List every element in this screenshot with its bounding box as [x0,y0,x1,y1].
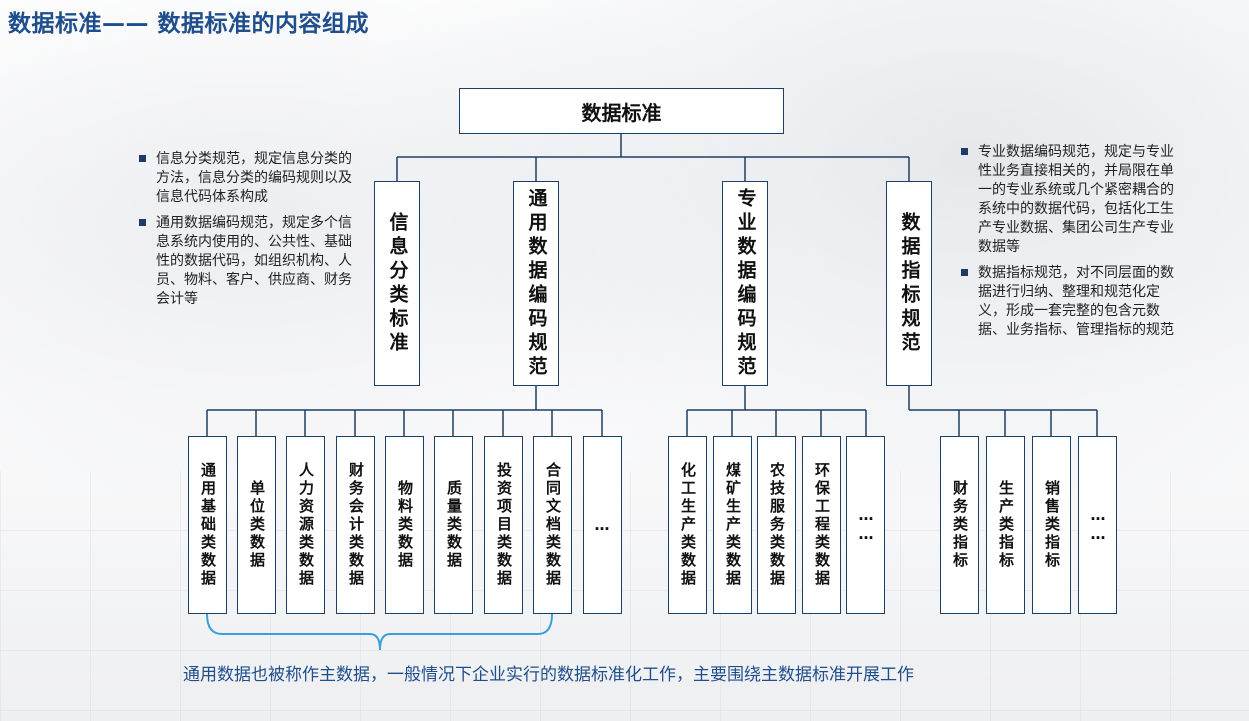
general-item: 投资项目类数据 [484,436,523,614]
general-item: 通用基础类数据 [188,436,227,614]
note-text: 信息分类规范，规定信息分类的方法，信息分类的编码规则以及信息代码体系构成 [156,151,352,205]
note-text: 专业数据编码规范，规定与专业性业务直接相关的，并局限在单一的专业系统或几个紧密耦… [978,144,1174,255]
ellipsis-label: …… [857,506,875,544]
node-data-indicator-spec: 数据指标规范 [886,181,932,386]
note-item: 专业数据编码规范，规定与专业性业务直接相关的，并局限在单一的专业系统或几个紧密耦… [958,143,1180,257]
item-label: 销售类指标 [1043,480,1061,570]
node-general-data-coding: 通用数据编码规范 [513,181,559,386]
square-bullet-icon [139,219,146,226]
note-text: 通用数据编码规范，规定多个信息系统内使用的、公共性、基础性的数据代码，如组织机构… [156,215,352,307]
item-label: 环保工程类数据 [813,462,831,588]
note-text: 数据指标规范，对不同层面的数据进行归纳、整理和规范化定义，形成一套完整的包含元数… [978,265,1174,338]
item-label: 农技服务类数据 [768,462,786,588]
general-item: 质量类数据 [434,436,473,614]
indicator-item: 生产类指标 [986,436,1025,614]
professional-item: 化工生产类数据 [668,436,707,614]
item-label: 人力资源类数据 [297,462,315,588]
page-title: 数据标准—— 数据标准的内容组成 [8,11,370,37]
item-label: 财务会计类数据 [347,462,365,588]
node-label: 通用数据编码规范 [525,187,548,380]
indicator-item-more: …… [1078,436,1117,614]
node-professional-data-coding: 专业数据编码规范 [722,181,768,386]
note-item: 数据指标规范，对不同层面的数据进行归纳、整理和规范化定义，形成一套完整的包含元数… [958,264,1180,340]
item-label: 生产类指标 [997,480,1015,570]
bottom-caption: 通用数据也被称作主数据，一般情况下企业实行的数据标准化工作，主要围绕主数据标准开… [183,665,914,685]
item-label: 通用基础类数据 [199,462,217,588]
ellipsis-label: … [594,516,611,534]
item-label: 投资项目类数据 [495,462,513,588]
note-item: 通用数据编码规范，规定多个信息系统内使用的、公共性、基础性的数据代码，如组织机构… [136,214,358,309]
item-label: 财务类指标 [951,480,969,570]
professional-item: 农技服务类数据 [757,436,796,614]
ellipsis-label: …… [1089,506,1107,544]
general-item: 合同文档类数据 [533,436,572,614]
general-item-more: … [583,436,622,614]
node-label: 信息分类标准 [386,211,409,356]
node-label: 专业数据编码规范 [734,187,757,380]
general-item: 人力资源类数据 [286,436,325,614]
item-label: 煤矿生产类数据 [724,462,742,588]
node-info-classification-standard: 信息分类标准 [374,181,420,386]
item-label: 合同文档类数据 [544,462,562,588]
indicator-item: 销售类指标 [1032,436,1071,614]
professional-item: 环保工程类数据 [802,436,841,614]
professional-item-more: …… [846,436,885,614]
item-label: 物料类数据 [396,480,414,570]
root-node: 数据标准 [459,88,784,134]
note-item: 信息分类规范，规定信息分类的方法，信息分类的编码规则以及信息代码体系构成 [136,150,358,207]
left-notes: 信息分类规范，规定信息分类的方法，信息分类的编码规则以及信息代码体系构成 通用数… [136,150,358,316]
indicator-item: 财务类指标 [940,436,979,614]
square-bullet-icon [961,148,968,155]
professional-item: 煤矿生产类数据 [713,436,752,614]
general-item: 单位类数据 [237,436,276,614]
item-label: 质量类数据 [445,480,463,570]
general-item: 财务会计类数据 [336,436,375,614]
square-bullet-icon [139,155,146,162]
node-label: 数据指标规范 [898,211,921,356]
item-label: 化工生产类数据 [679,462,697,588]
general-item: 物料类数据 [385,436,424,614]
right-notes: 专业数据编码规范，规定与专业性业务直接相关的，并局限在单一的专业系统或几个紧密耦… [958,143,1180,347]
square-bullet-icon [961,269,968,276]
item-label: 单位类数据 [248,480,266,570]
